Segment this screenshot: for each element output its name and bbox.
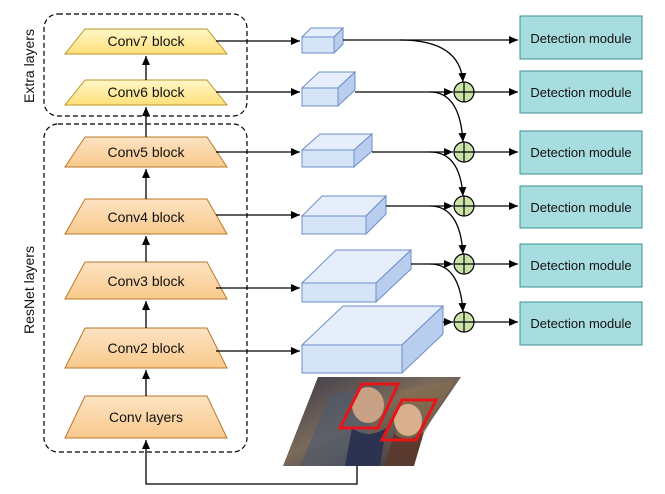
conv5-block-label: Conv5 block bbox=[107, 144, 185, 160]
detection-module-1: Detection module bbox=[519, 15, 643, 60]
detection-module-label: Detection module bbox=[530, 200, 631, 215]
feature-map-4 bbox=[300, 194, 388, 236]
feature-map-2 bbox=[300, 304, 445, 375]
merge-node-3 bbox=[453, 253, 475, 275]
conv2-block-label: Conv2 block bbox=[107, 340, 185, 356]
conv-layers-block-label: Conv layers bbox=[109, 409, 183, 425]
feature-map-7 bbox=[300, 26, 345, 55]
merge-node-5 bbox=[453, 141, 475, 163]
face-box-2 bbox=[379, 398, 439, 442]
resnet-layers-label: ResNet layers bbox=[21, 246, 37, 334]
conv7-block: Conv7 block bbox=[63, 28, 229, 55]
merge-node-6 bbox=[453, 81, 475, 103]
input-arrow bbox=[142, 440, 358, 485]
merge-nodes bbox=[453, 81, 475, 333]
detection-module-6: Detection module bbox=[519, 301, 643, 346]
merge-node-2 bbox=[453, 311, 475, 333]
detection-module-4: Detection module bbox=[519, 185, 643, 229]
detection-module-5: Detection module bbox=[519, 243, 643, 288]
conv4-block-label: Conv4 block bbox=[107, 209, 185, 225]
merge-node-4 bbox=[453, 195, 475, 217]
conv4-block: Conv4 block bbox=[64, 198, 228, 235]
merge-to-detection-arrows bbox=[474, 88, 518, 326]
feature-map-3 bbox=[300, 248, 413, 304]
detection-module-3: Detection module bbox=[519, 130, 643, 175]
detection-module-label: Detection module bbox=[530, 85, 631, 100]
conv3-block: Conv3 block bbox=[64, 261, 228, 300]
detection-module-label: Detection module bbox=[530, 258, 631, 273]
conv6-block-label: Conv6 block bbox=[107, 84, 185, 100]
detection-module-label: Detection module bbox=[530, 316, 631, 331]
block-to-featuremap-arrows bbox=[216, 37, 300, 355]
conv5-block: Conv5 block bbox=[64, 136, 228, 168]
input-image bbox=[283, 377, 461, 466]
detection-module-label: Detection module bbox=[530, 31, 631, 46]
feature-map-6 bbox=[300, 70, 357, 108]
detection-module-label: Detection module bbox=[530, 145, 631, 160]
detection-module-2: Detection module bbox=[519, 70, 643, 114]
conv6-block: Conv6 block bbox=[63, 79, 229, 106]
extra-layers-label: Extra layers bbox=[21, 29, 37, 103]
top-down-connectors bbox=[343, 36, 518, 326]
feature-map-5 bbox=[300, 132, 374, 169]
conv7-block-label: Conv7 block bbox=[107, 33, 185, 49]
face-box-1 bbox=[337, 382, 401, 430]
conv2-block: Conv2 block bbox=[64, 327, 228, 369]
conv-layers-block: Conv layers bbox=[64, 395, 228, 439]
conv3-block-label: Conv3 block bbox=[107, 273, 185, 289]
